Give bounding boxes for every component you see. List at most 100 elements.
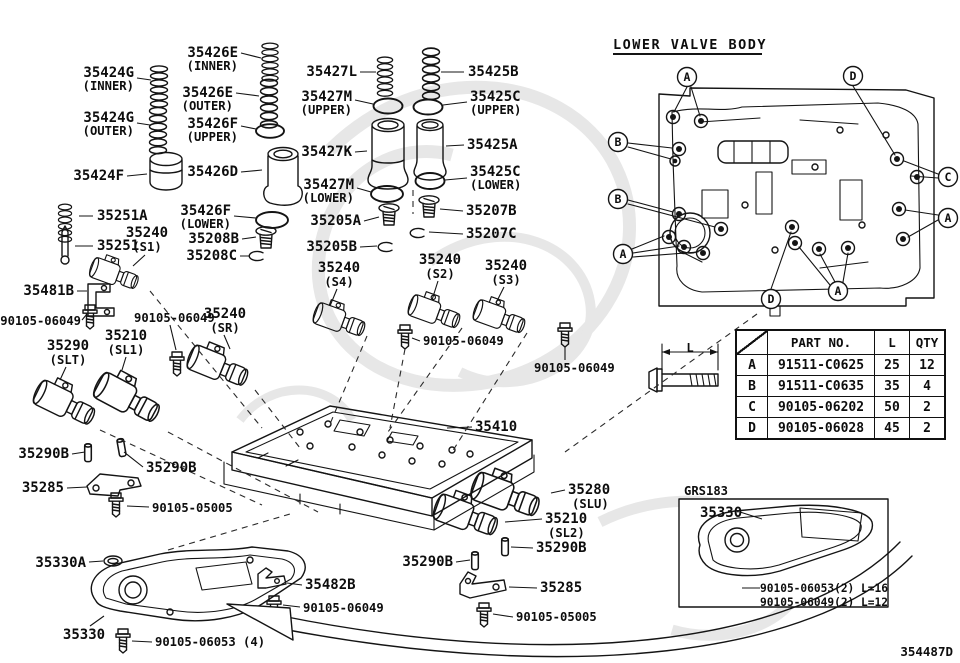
bolt-table-qty: 4: [909, 375, 946, 397]
label-35425c-lower: 35425C: [470, 164, 521, 180]
table-row: D 90105-06028 45 2: [735, 417, 946, 440]
label-35425c-lower-variant: (LOWER): [470, 178, 521, 192]
callout-b: B: [615, 135, 622, 149]
label-90105-06049: 90105-06049: [534, 361, 615, 375]
callout-d: D: [768, 292, 775, 306]
drawing-valve-body-assembly: [223, 405, 535, 531]
label-grs-bolt-1: 90105-06053(2) L=16: [760, 582, 888, 595]
lower-valve-body-title: LOWER VALVE BODY: [613, 37, 767, 53]
label-35240-sr-variant: (SR): [210, 321, 239, 335]
label-35240-s4: 35240: [318, 260, 360, 276]
label-35240-s2-variant: (S2): [425, 267, 454, 281]
label-35251a: 35251A: [97, 208, 148, 224]
label-35427l: 35427L: [306, 64, 357, 80]
label-35425c-upper: 35425C: [470, 89, 521, 105]
assembly-guide-lines: [99, 190, 758, 551]
label-35425b: 35425B: [468, 64, 519, 80]
callout-leader-lines: [627, 85, 939, 290]
label-35427m-upper-variant: (UPPER): [301, 103, 352, 117]
label-35208c: 35208C: [186, 248, 237, 264]
label-35240-s3: 35240: [485, 258, 527, 274]
label-35205a: 35205A: [310, 213, 361, 229]
callout-a: A: [835, 284, 842, 298]
bolt-table-length: 35: [874, 375, 910, 397]
bolt-table-partno: 90105-06028: [767, 417, 875, 440]
label-35290b: 35290B: [18, 446, 69, 462]
label-35425c-upper-variant: (UPPER): [470, 103, 521, 117]
bolt-table-length: 25: [874, 354, 910, 376]
bolt-table-partno: 91511-C0625: [767, 354, 875, 376]
callout-b: B: [615, 192, 622, 206]
drawing-bolts: [82, 304, 743, 654]
label-leader-lines: [59, 52, 763, 643]
label-35330: 35330: [63, 627, 105, 643]
label-35280-slu-variant: (SLU): [572, 497, 609, 511]
label-35207b: 35207B: [466, 203, 517, 219]
bolt-dimension-drawing: [648, 343, 719, 393]
label-35208b: 35208B: [188, 231, 239, 247]
bolt-table-header-partno: PART NO.: [767, 329, 875, 355]
callout-a: A: [684, 70, 691, 84]
label-35427k: 35427K: [301, 144, 352, 160]
drawing-lower-valve-body: [658, 87, 935, 317]
bolt-table-partno: 90105-06202: [767, 396, 875, 418]
label-35240-s1: 35240: [126, 225, 168, 241]
label-35280-slu: 35280: [568, 482, 610, 498]
drawing-solenoids: [29, 250, 547, 541]
label-35424g-inner-variant: (INNER): [83, 79, 134, 93]
table-row: C 90105-06202 50 2: [735, 396, 946, 418]
bolt-table-qty: 2: [909, 396, 946, 418]
label-35424g-inner: 35424G: [83, 65, 134, 81]
label-35427m-lower: 35427M: [303, 177, 354, 193]
label-35426e-inner-variant: (INNER): [187, 59, 238, 73]
drawing-number: 354487D: [900, 644, 953, 659]
label-35481b: 35481B: [23, 283, 74, 299]
label-35410: 35410: [475, 419, 517, 435]
label-35427m-lower-variant: (LOWER): [303, 191, 354, 205]
label-35426f-upper: 35426F: [187, 116, 238, 132]
label-35240-s1-variant: (S1): [132, 240, 161, 254]
label-35210-sl1-variant: (SL1): [108, 343, 145, 357]
bolt-table-header-qty: QTY: [909, 329, 946, 355]
bolt-table-length: 45: [874, 417, 910, 440]
label-35290b: 35290B: [402, 554, 453, 570]
label-90105-06049: 90105-06049: [423, 334, 504, 348]
grs183-inset: [678, 498, 889, 608]
label-35424g-outer-variant: (OUTER): [83, 124, 134, 138]
label-35424f: 35424F: [73, 168, 124, 184]
drawing-brackets: [86, 283, 507, 599]
label-35210-sl2-variant: (SL2): [548, 526, 585, 540]
label-grs-bolt-2: 90105-06049(2) L=12: [760, 596, 888, 609]
label-35426e-inner: 35426E: [187, 45, 238, 61]
label-35482b: 35482B: [305, 577, 356, 593]
label-35251: 35251: [97, 238, 139, 254]
bolt-table-qty: 2: [909, 417, 946, 440]
callout-a: A: [945, 211, 952, 225]
label-90105-05005: 90105-05005: [152, 501, 233, 515]
part-labels: 35426E (INNER) 35427L 35425B 35424G (INN…: [0, 45, 614, 649]
bolt-table-key: D: [735, 417, 768, 440]
label-35285: 35285: [540, 580, 582, 596]
drawing-oil-strainer: [90, 546, 306, 622]
table-row: B 91511-C0635 35 4: [735, 375, 946, 397]
label-35290-slt-variant: (SLT): [50, 353, 87, 367]
label-35425a: 35425A: [467, 137, 518, 153]
label-35427m-upper: 35427M: [301, 89, 352, 105]
bolt-table-diagonal-cell: [735, 329, 768, 355]
dimension-l-label: L: [686, 341, 693, 355]
label-35210-sl2: 35210: [545, 511, 587, 527]
label-35290-slt: 35290: [47, 338, 89, 354]
drawing-accumulator-pistons: [60, 117, 447, 265]
label-35330a: 35330A: [35, 555, 86, 571]
bolt-table-qty: 12: [909, 354, 946, 376]
table-row: A 91511-C0625 25 12: [735, 354, 946, 376]
label-90105-06053-x4: 90105-06053 (4): [155, 635, 265, 649]
label-35426d: 35426D: [187, 164, 238, 180]
label-90105-06049: 90105-06049: [134, 311, 215, 325]
drawing-orings: [255, 97, 446, 229]
label-35290b: 35290B: [536, 540, 587, 556]
bolt-table-key: C: [735, 396, 768, 418]
label-35426f-lower-variant: (LOWER): [180, 217, 231, 231]
